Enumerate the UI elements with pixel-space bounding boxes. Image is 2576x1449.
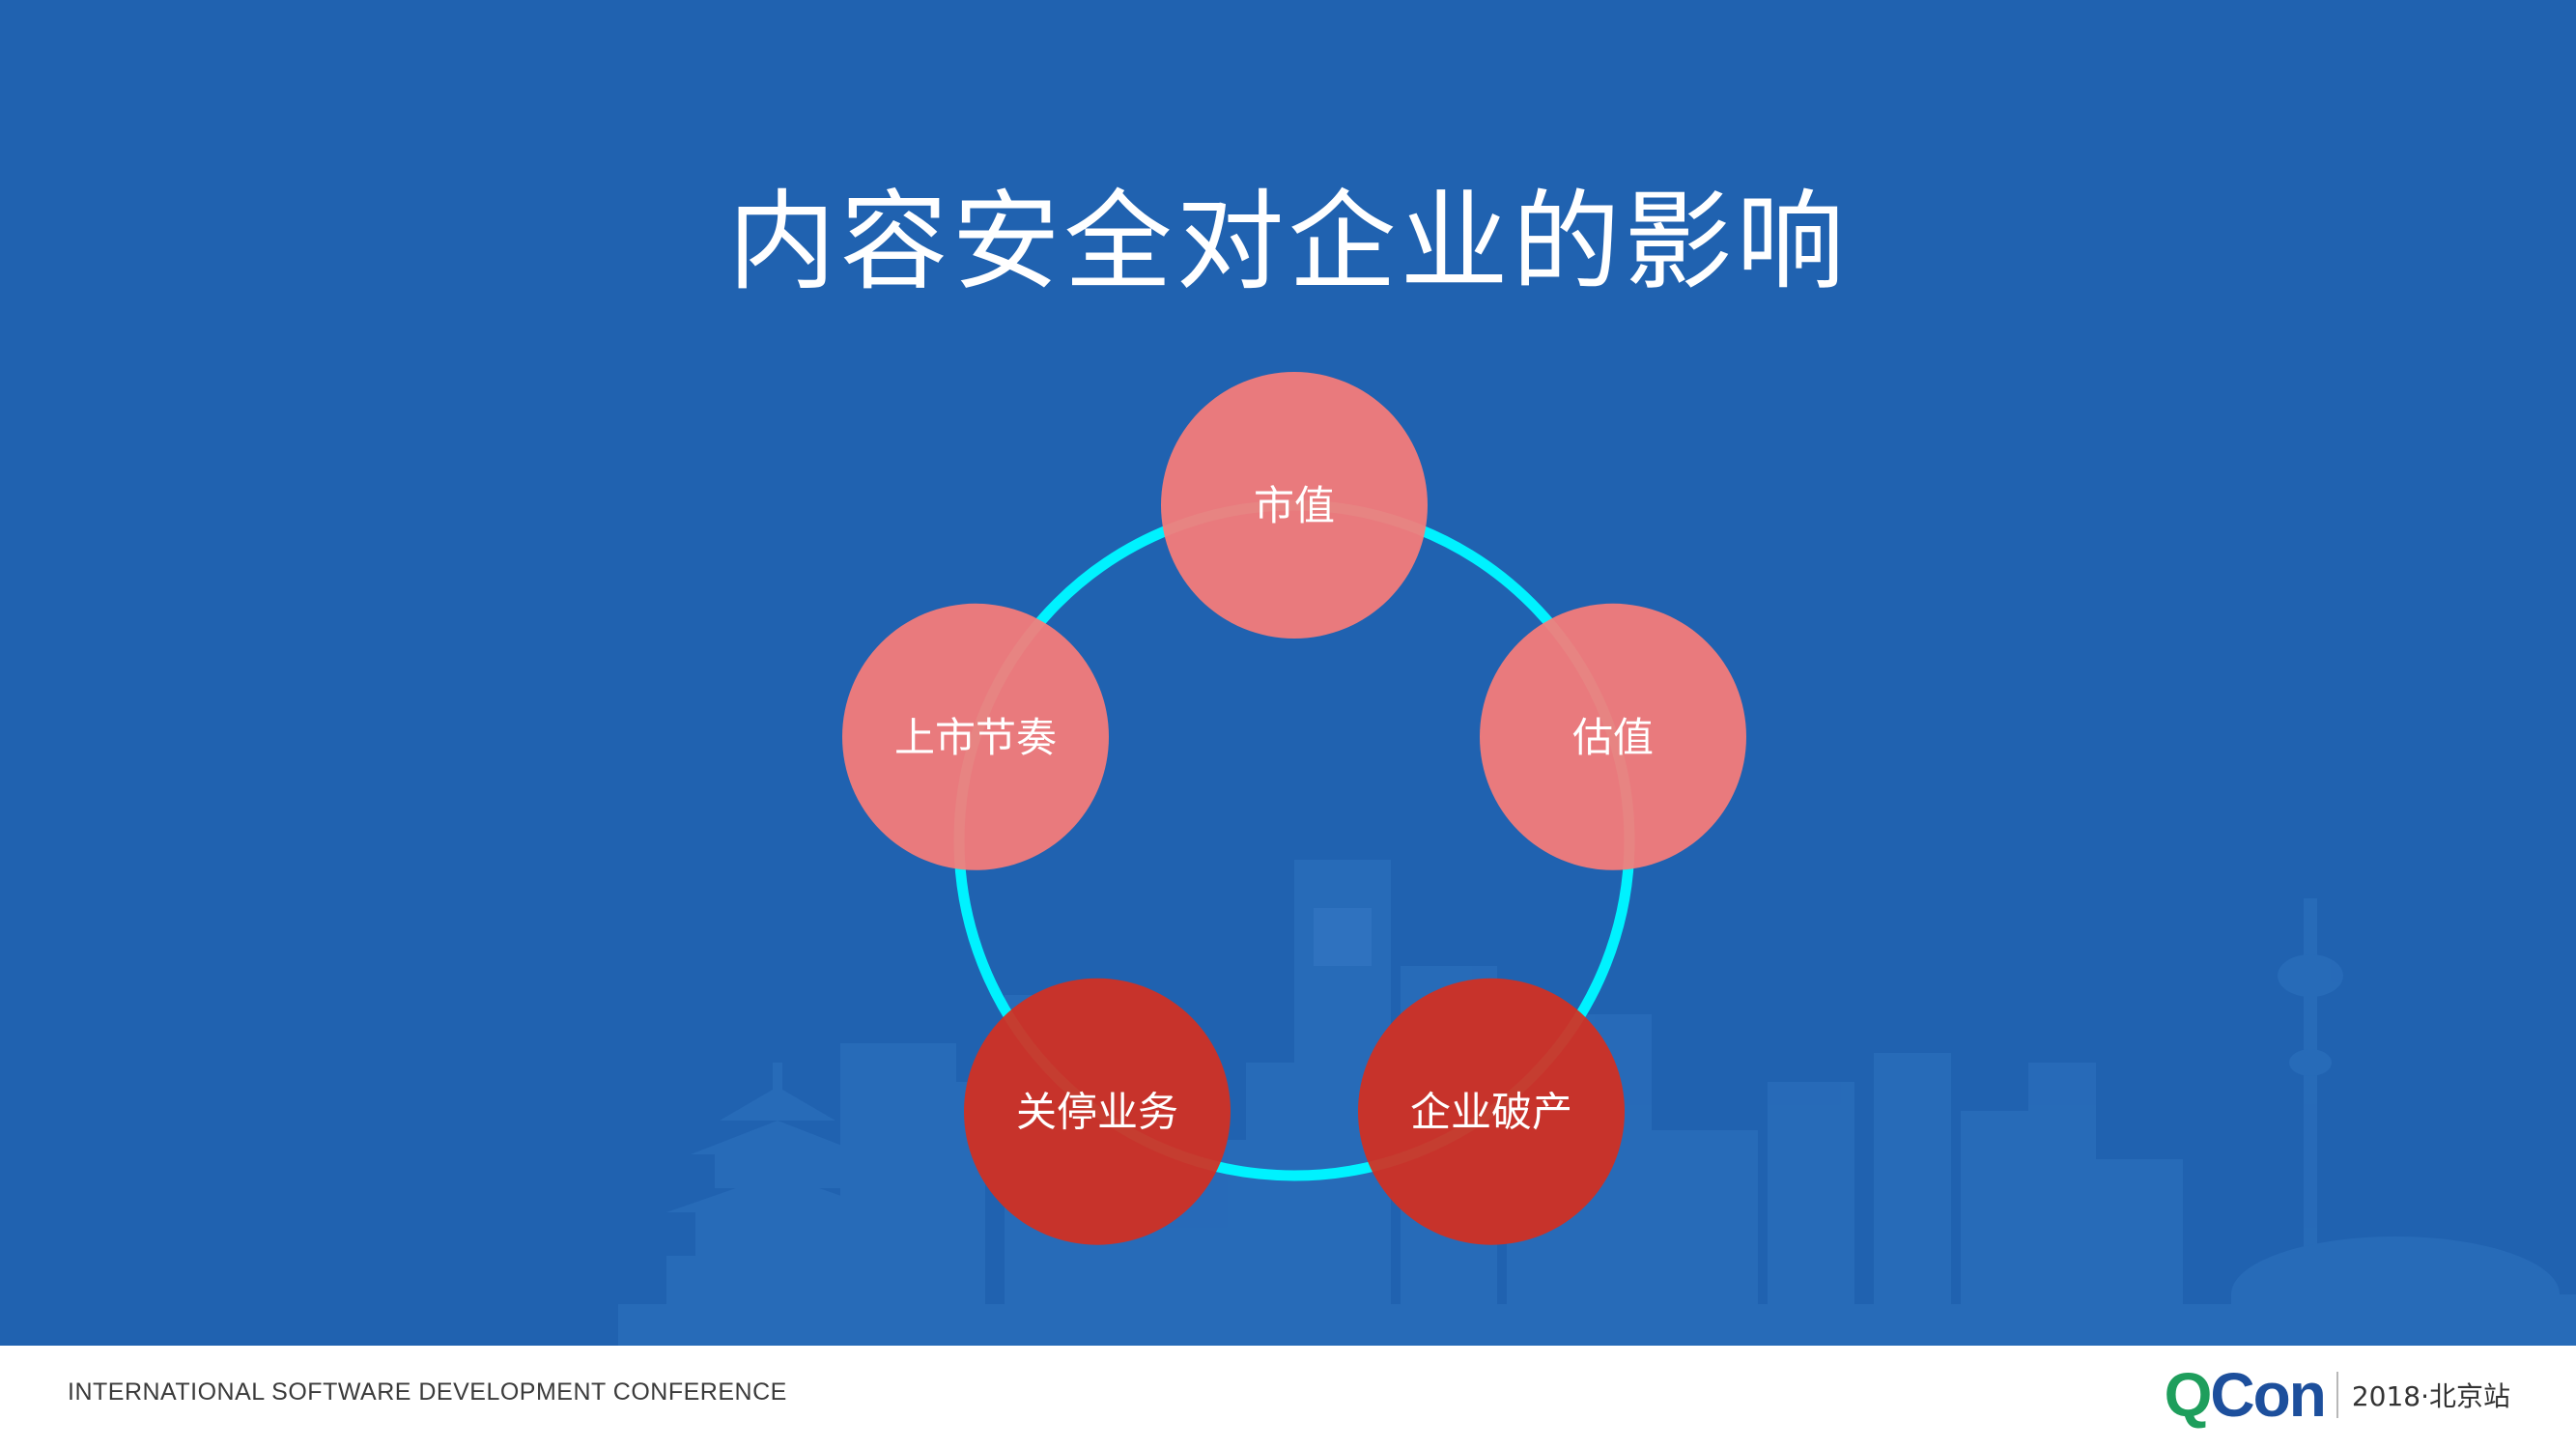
cycle-node-label: 关停业务 bbox=[1016, 1089, 1178, 1136]
cycle-node-circle bbox=[1480, 603, 1746, 870]
brand-divider bbox=[2335, 1372, 2338, 1418]
cycle-node-label: 企业破产 bbox=[1410, 1089, 1572, 1136]
slide: 内容安全对企业的影响 市值估值企业破产 关停业务 上市节奏 bbox=[0, 0, 2576, 1346]
cycle-node-label: 上市节奏 bbox=[894, 714, 1057, 761]
cycle-node: 上市节奏 bbox=[842, 603, 1109, 870]
slide-title: 内容安全对企业的影响 bbox=[727, 180, 1849, 305]
cycle-node-circle bbox=[1358, 978, 1625, 1245]
footer: INTERNATIONAL SOFTWARE DEVELOPMENT CONFE… bbox=[0, 1346, 2576, 1449]
event-edition: 2018·北京站 bbox=[2351, 1380, 2510, 1412]
qcon-logo-con: Con bbox=[2210, 1360, 2326, 1430]
cycle-node-circle bbox=[1161, 372, 1428, 639]
cycle-node: 估值 bbox=[1480, 603, 1746, 870]
qcon-brand: QCon 2018·北京站 bbox=[2165, 1361, 2510, 1429]
cycle-node-circle bbox=[842, 603, 1109, 870]
cycle-node-circle bbox=[964, 978, 1231, 1245]
cycle-node-label: 市值 bbox=[1254, 482, 1335, 529]
conference-name: INTERNATIONAL SOFTWARE DEVELOPMENT CONFE… bbox=[68, 1378, 787, 1406]
cycle-node: 企业破产 bbox=[1358, 978, 1625, 1245]
cycle-node: 市值 bbox=[1161, 372, 1428, 639]
qcon-logo-q: Q bbox=[2164, 1360, 2213, 1430]
cycle-node-label: 估值 bbox=[1572, 714, 1654, 761]
qcon-logo: QCon bbox=[2164, 1360, 2327, 1430]
cycle-node: 关停业务 bbox=[964, 978, 1231, 1245]
